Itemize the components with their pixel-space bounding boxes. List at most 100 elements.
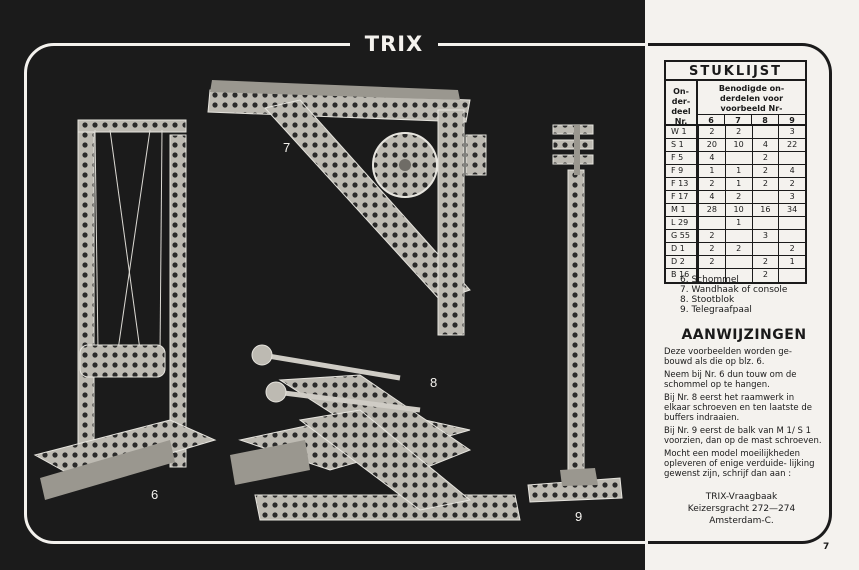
quantity-cell: [778, 269, 805, 282]
quantity-cell: 22: [778, 139, 805, 151]
contact-address: TRIX-Vraagbaak Keizersgracht 272—274 Ams…: [664, 491, 819, 527]
part-code: S 1: [666, 139, 698, 151]
parts-list-title: STUKLIJST: [666, 62, 805, 81]
quantity-cell: 2: [751, 152, 779, 164]
part-code: G 55: [666, 230, 698, 242]
quantity-cell: 2: [778, 178, 805, 190]
part-code: D 1: [666, 243, 698, 255]
quantity-cell: [778, 152, 805, 164]
page-border-right: [648, 43, 832, 544]
part-code: F 5: [666, 152, 698, 164]
quantity-cell: 1: [724, 178, 752, 190]
quantity-cell: [778, 217, 805, 229]
quantity-cell: [724, 152, 752, 164]
model-column-8: 8: [751, 115, 778, 126]
address-line: Amsterdam-C.: [709, 516, 774, 526]
quantity-cell: 4: [751, 139, 779, 151]
model-legend: 6. Schommel 7. Wandhaak of console 8. St…: [680, 275, 787, 315]
address-line: TRIX-Vraagbaak: [705, 492, 778, 502]
quantity-cell: 2: [778, 243, 805, 255]
quantity-cell: [724, 269, 752, 282]
quantity-cell: [698, 217, 725, 229]
quantity-cell: [751, 126, 779, 138]
instruction-paragraph: Mocht een model moeilijkheden opleveren …: [664, 449, 815, 479]
model-number-6: 6: [151, 487, 159, 502]
model-telegraph-pole: [527, 124, 623, 503]
quantity-cell: 2: [698, 178, 725, 190]
quantity-cell: 2: [724, 126, 752, 138]
quantity-cell: 2: [698, 243, 725, 255]
part-code: W 1: [666, 126, 698, 138]
part-code: M 1: [666, 204, 698, 216]
instruction-paragraph: Bij Nr. 9 eerst de balk van M 1/ S 1 voo…: [664, 426, 822, 446]
quantity-cell: 2: [751, 178, 779, 190]
part-code: F 17: [666, 191, 698, 203]
quantity-cell: 10: [724, 139, 752, 151]
part-column-header: On- der- deel Nr.: [666, 81, 698, 126]
quantity-cell: 2: [698, 126, 725, 138]
quantity-cell: [751, 191, 779, 203]
part-code: B 16: [666, 269, 698, 282]
quantity-cell: 2: [698, 256, 725, 268]
model-column-9: 9: [778, 115, 805, 126]
quantity-cell: 3: [778, 126, 805, 138]
model-column-6: 6: [708, 116, 714, 125]
part-code: D 2: [666, 256, 698, 268]
quantity-cell: [698, 269, 725, 282]
quantity-cell: [751, 217, 779, 229]
quantity-cell: [751, 243, 779, 255]
parts-list-header: On- der- deel Nr. Benodigde on- derdelen…: [666, 81, 805, 126]
legend-item: 7. Wandhaak of console: [680, 285, 788, 295]
quantity-column-header: Benodigde on- derdelen voor voorbeeld Nr…: [718, 84, 785, 113]
instructions-text: Deze voorbeelden worden ge- bouwd als di…: [664, 347, 822, 482]
legend-item: 9. Telegraafpaal: [680, 305, 752, 315]
quantity-cell: 3: [778, 191, 805, 203]
instruction-paragraph: Deze voorbeelden worden ge- bouwd als di…: [664, 347, 792, 367]
quantity-cell: 2: [724, 243, 752, 255]
quantity-cell: 2: [751, 256, 779, 268]
quantity-cell: 10: [724, 204, 752, 216]
model-swing: [33, 119, 217, 500]
part-code: L 29: [666, 217, 698, 229]
quantity-cell: 2: [751, 165, 779, 177]
model-column-7: 7: [724, 115, 751, 126]
quantity-cell: 20: [698, 139, 725, 151]
legend-item: 6. Schommel: [680, 275, 739, 285]
legend-item: 8. Stootblok: [680, 295, 735, 305]
part-code: F 13: [666, 178, 698, 190]
quantity-cell: 4: [698, 191, 725, 203]
model-number-8: 8: [430, 375, 438, 390]
trix-logo: TRIX: [350, 31, 438, 57]
quantity-cell: [724, 230, 752, 242]
instruction-paragraph: Neem bij Nr. 6 dun touw om de schommel o…: [664, 370, 797, 390]
model-wall-bracket: [207, 80, 487, 336]
quantity-cell: 4: [778, 165, 805, 177]
address-line: Keizersgracht 272—274: [687, 504, 796, 514]
page-number: 7: [823, 542, 830, 552]
quantity-cell: 1: [724, 165, 752, 177]
model-buffer-stop: [230, 344, 521, 521]
quantity-cell: 34: [778, 204, 805, 216]
quantity-cell: [724, 256, 752, 268]
instructions-title: AANWIJZINGEN: [681, 327, 807, 343]
instruction-paragraph: Bij Nr. 8 eerst het raamwerk in elkaar s…: [664, 393, 812, 423]
quantity-cell: 2: [698, 230, 725, 242]
quantity-cell: 16: [751, 204, 779, 216]
quantity-cell: [778, 230, 805, 242]
parts-list-table: STUKLIJST On- der- deel Nr. Benodigde on…: [664, 60, 807, 284]
model-illustrations: [33, 80, 623, 521]
